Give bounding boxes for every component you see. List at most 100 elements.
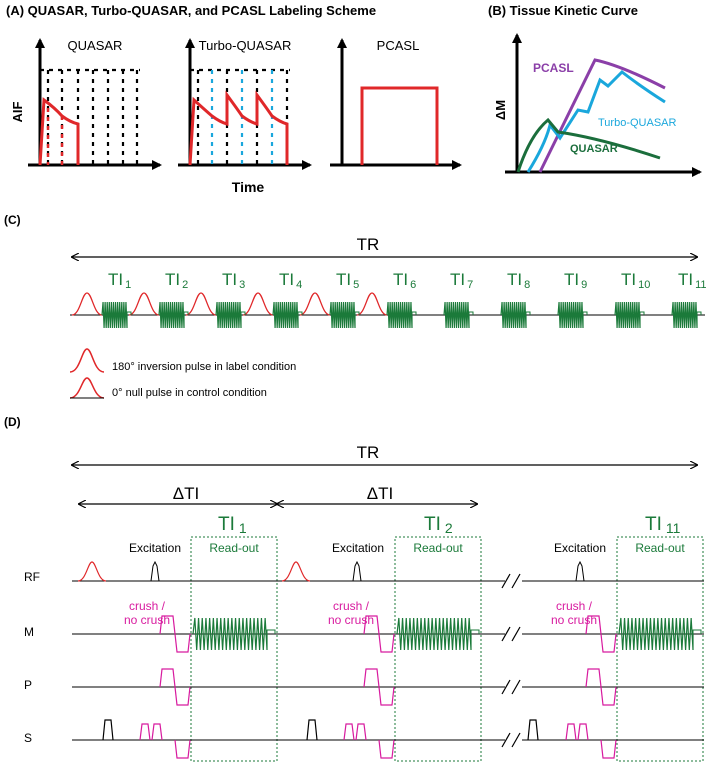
- panel-c-readout-tail-4: [297, 311, 303, 315]
- m-crusher-down-2: [378, 633, 395, 653]
- p-gradient-up-3: [585, 668, 602, 688]
- legend-null-pulse-icon: [69, 377, 105, 399]
- panel-c-readout-tail-9: [582, 311, 588, 315]
- panel-d-readout-tail-2: [470, 629, 480, 634]
- panel-c-label-pulse-4: [242, 292, 274, 316]
- turbo-quasar-label: Turbo-QUASAR: [199, 38, 292, 53]
- quasar-curve-label: QUASAR: [570, 143, 618, 155]
- p-gradient-up-2: [363, 668, 380, 688]
- readout-label-2: Read-out: [413, 541, 463, 555]
- quasar-label: QUASAR: [68, 38, 123, 53]
- panel-c-readout-tail-10: [639, 311, 645, 315]
- panel-c-readout-6: [386, 301, 413, 329]
- pcasl-curve: [538, 58, 666, 173]
- crush-label-2b: no crush: [328, 613, 374, 627]
- readout-box-2: [394, 536, 482, 762]
- panel-d-baselines: [72, 580, 704, 741]
- kinetic-curve-plot: ΔM PCASL Turbo-QUASAR QUASAR: [493, 33, 702, 177]
- panel-b-heading: (B) Tissue Kinetic Curve: [488, 3, 638, 18]
- panel-c-readout-9: [557, 301, 584, 329]
- excitation-label-1: Excitation: [129, 541, 181, 555]
- pcasl-aif-curve: [360, 86, 439, 165]
- crush-label-3a: crush /: [556, 599, 593, 613]
- panel-c-readout-tail-3: [240, 311, 246, 315]
- panel-c-label-pulse-5: [299, 292, 331, 316]
- readout-box-3: [616, 536, 704, 762]
- panel-c-label: (C): [4, 213, 21, 227]
- panel-c-label-pulse-6: [356, 292, 388, 316]
- panel-c-readout-10: [614, 301, 641, 329]
- delta-m-label: ΔM: [493, 100, 508, 120]
- p-gradient-down-1: [174, 686, 191, 706]
- panel-d-readout-tail-1: [266, 629, 276, 634]
- panel-c-readout-11: [671, 301, 698, 329]
- panel-c-pulses: [71, 292, 388, 316]
- panel-a-heading: (A) QUASAR, Turbo-QUASAR, and PCASL Labe…: [6, 3, 376, 18]
- p-gradient-down-2: [378, 686, 395, 706]
- panel-c-readout-5: [329, 301, 356, 329]
- panel-c-readout-tail-5: [354, 311, 360, 315]
- s-gradient-down-3: [600, 739, 617, 759]
- s-gradient-a-2: [343, 723, 355, 741]
- s-spoiler-1: [102, 719, 114, 741]
- panel-d-readout-train-1: [192, 617, 268, 651]
- turbo-aif-curve: [188, 90, 289, 166]
- panel-c-label-pulse-2: [128, 292, 160, 316]
- rf-excitation-pulse-3: [573, 560, 587, 582]
- panel-c-readout-tail-7: [468, 311, 474, 315]
- panel-c-readout-tail-8: [525, 311, 531, 315]
- panel-d-gradients: [102, 615, 617, 759]
- crush-label-2a: crush /: [333, 599, 370, 613]
- s-gradient-a-1: [139, 723, 151, 741]
- s-gradient-down-1: [174, 739, 191, 759]
- panel-c-readout-7: [443, 301, 470, 329]
- panel-c-readouts: [101, 301, 702, 329]
- legend-inversion-text: 180° inversion pulse in label condition: [112, 361, 296, 373]
- pcasl-label: PCASL: [377, 38, 420, 53]
- p-gradient-down-3: [600, 686, 617, 706]
- quasar-red-dashes: [46, 108, 64, 165]
- time-axis-label: Time: [232, 179, 265, 195]
- panel-c-readout-tail-1: [126, 311, 132, 315]
- panel-c-readout-4: [272, 301, 299, 329]
- panel-c-readout-tail-6: [411, 311, 417, 315]
- panel-c-readout-8: [500, 301, 527, 329]
- readout-label-3: Read-out: [635, 541, 685, 555]
- quasar-aif-curve: [38, 97, 80, 166]
- legend-inversion-pulse-icon: [69, 348, 105, 373]
- panel-d-label: (D): [4, 415, 21, 429]
- row-label-p: P: [24, 678, 32, 692]
- turbo-quasar-plot: Turbo-QUASAR Time: [178, 38, 312, 195]
- rf-inversion-pulse-2: [281, 561, 311, 582]
- rf-excitation-pulse-1: [148, 560, 162, 582]
- excitation-label-3: Excitation: [554, 541, 606, 555]
- panel-c-label-pulse-1: [71, 292, 103, 316]
- crush-label-1a: crush /: [129, 599, 166, 613]
- readout-box-1: [190, 536, 278, 762]
- crush-label-1b: no crush: [124, 613, 170, 627]
- readout-label-1: Read-out: [209, 541, 259, 555]
- legend-null-text: 0° null pulse in control condition: [112, 387, 267, 399]
- s-gradient-b-3: [577, 723, 589, 741]
- aif-axis-label: AIF: [10, 101, 25, 122]
- panel-d-readout-train-2: [396, 617, 472, 651]
- panel-d-break-marks: [501, 573, 521, 748]
- quasar-curve: [516, 117, 661, 173]
- panel-c-tr-label: TR: [357, 235, 380, 254]
- panel-c-readout-2: [158, 301, 185, 329]
- quasar-dashed-lines: [40, 68, 140, 165]
- s-gradient-b-1: [151, 723, 163, 741]
- p-gradient-up-1: [159, 668, 176, 688]
- row-label-rf: RF: [24, 570, 40, 584]
